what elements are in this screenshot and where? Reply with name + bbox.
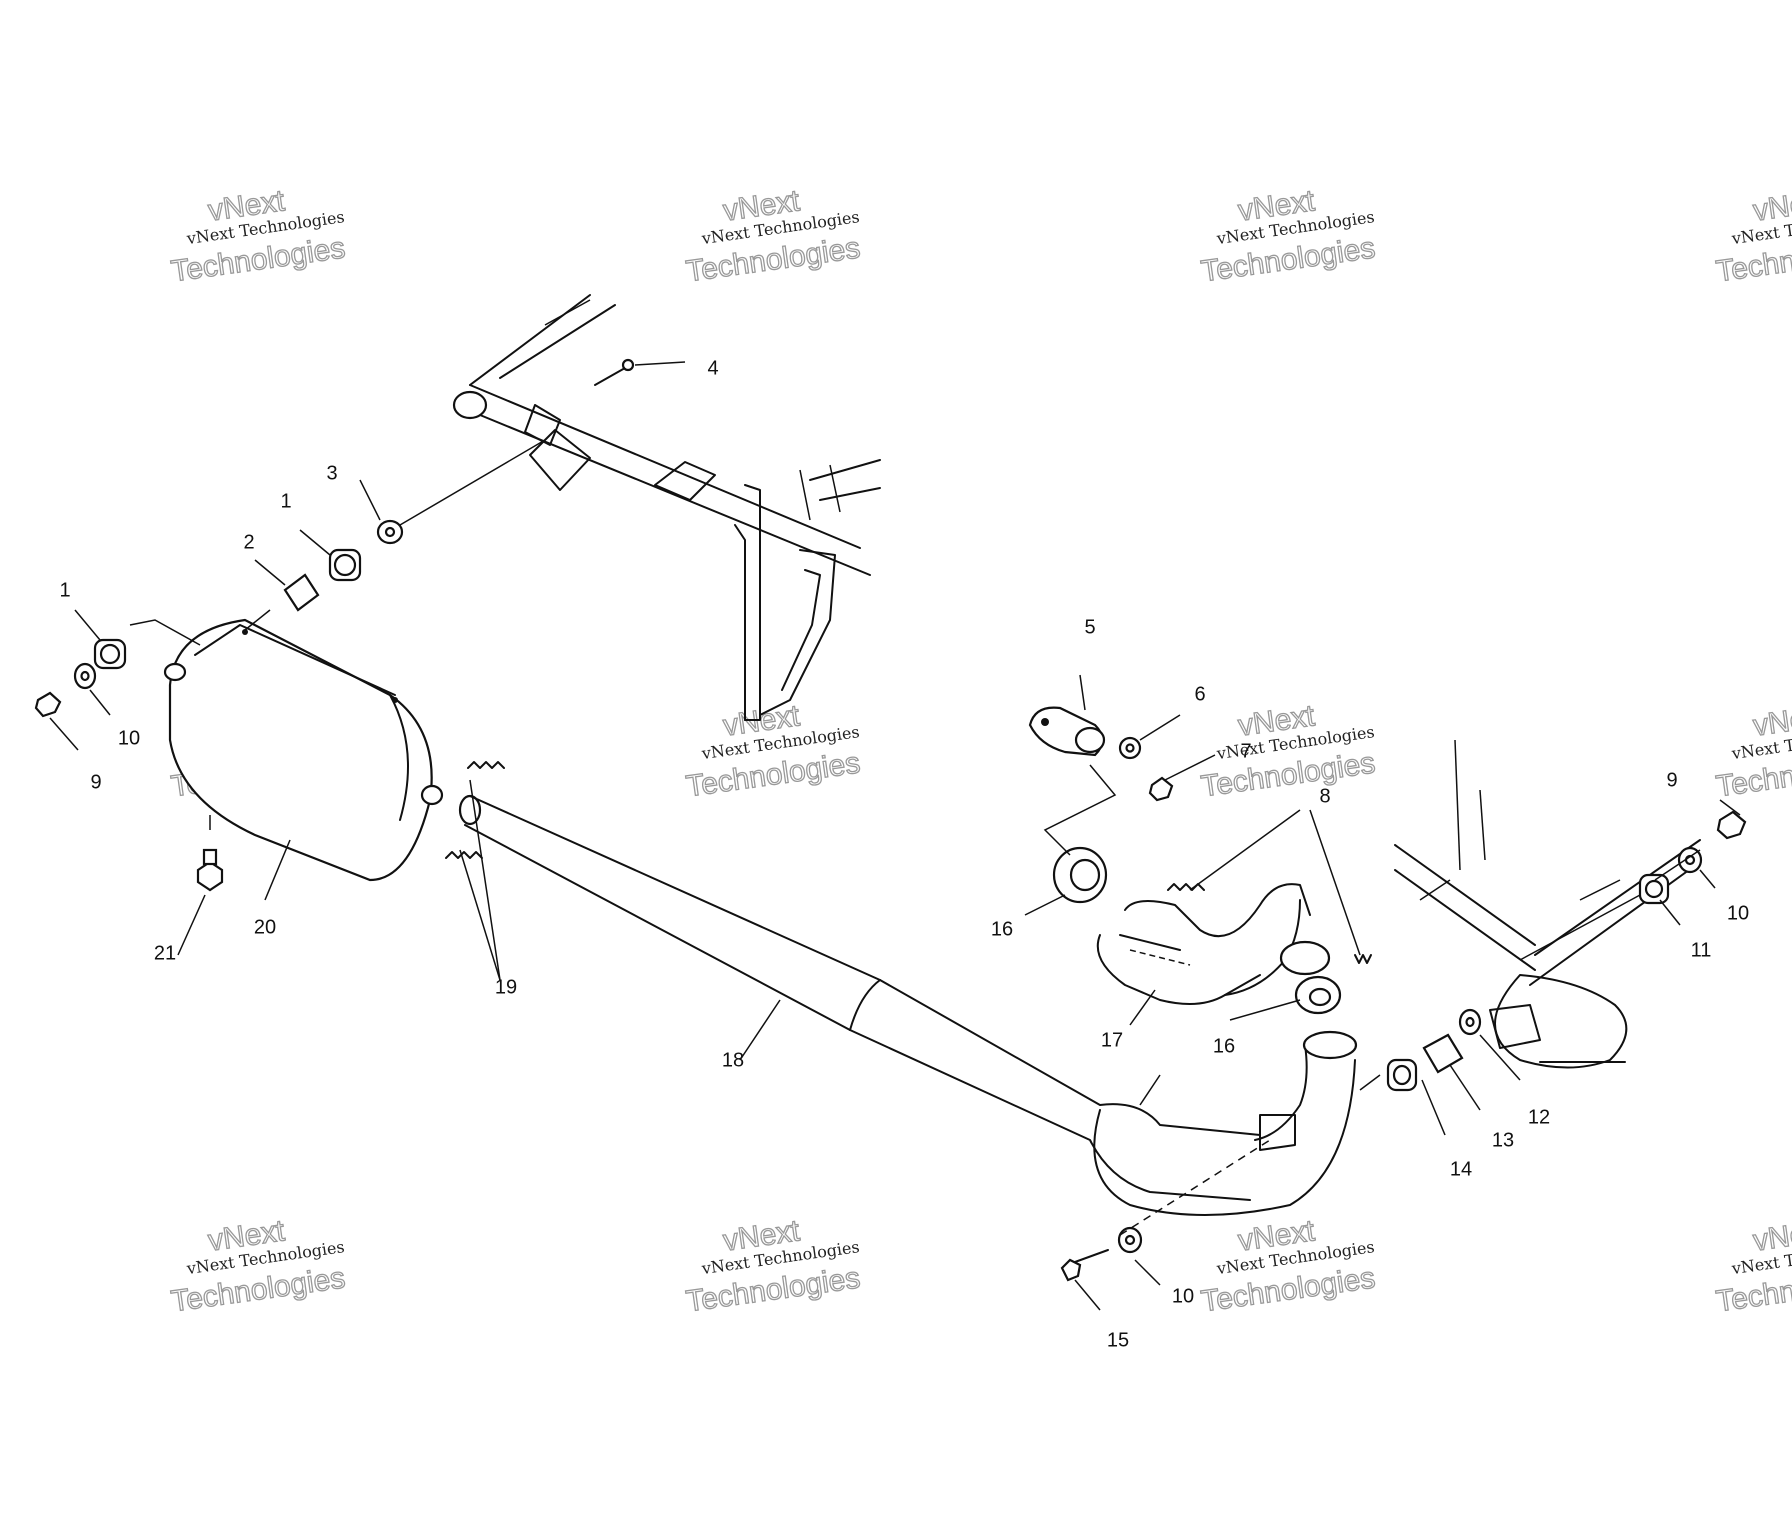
callout-17: 17 bbox=[1101, 1029, 1123, 1051]
callout-10: 10 bbox=[118, 727, 140, 749]
callout-13: 13 bbox=[1492, 1129, 1514, 1151]
callout-11: 11 bbox=[1691, 939, 1712, 961]
callout-4: 4 bbox=[707, 357, 718, 379]
callout-10: 10 bbox=[1172, 1285, 1194, 1307]
watermark: vNext vNext Technologies Technologies bbox=[1199, 1214, 1378, 1319]
manifold-flange bbox=[1028, 706, 1106, 757]
callout-20: 20 bbox=[254, 916, 276, 938]
watermark: vNext vNext Technologies Technologies bbox=[169, 1214, 348, 1319]
callout-9: 9 bbox=[1666, 769, 1677, 791]
watermark: vNext vNext Technologies Technologies bbox=[1714, 1214, 1792, 1319]
callout-8: 8 bbox=[1319, 785, 1330, 807]
callout-1: 1 bbox=[59, 579, 70, 601]
watermark: vNext vNext Technologies Technologies bbox=[1714, 184, 1792, 289]
callout-7: 7 bbox=[1240, 740, 1251, 762]
watermark: vNext vNext Technologies Technologies bbox=[169, 184, 348, 289]
callout-14: 14 bbox=[1450, 1158, 1472, 1180]
callout-3: 3 bbox=[326, 462, 337, 484]
watermark: vNext vNext Technologies Technologies bbox=[1714, 699, 1792, 804]
exhaust-pipe bbox=[458, 794, 1358, 1216]
small-parts bbox=[34, 358, 1747, 1282]
callouts: 1 1 2 3 4 5 6 7 8 9 9 10 10 10 11 12 13 … bbox=[59, 357, 1749, 1351]
leader-lines bbox=[49, 361, 1741, 1311]
callout-16: 16 bbox=[991, 918, 1013, 940]
callout-21: 21 bbox=[154, 942, 176, 964]
callout-16: 16 bbox=[1213, 1035, 1235, 1057]
callout-10: 10 bbox=[1727, 902, 1749, 924]
watermark: vNext vNext Technologies Technologies bbox=[684, 1214, 863, 1319]
right-frame bbox=[1394, 739, 1701, 1069]
upper-frame bbox=[452, 294, 881, 721]
callout-9: 9 bbox=[90, 771, 101, 793]
callout-6: 6 bbox=[1194, 683, 1205, 705]
callout-19: 19 bbox=[495, 976, 517, 998]
expansion-chamber bbox=[1096, 883, 1331, 1005]
muffler bbox=[163, 618, 444, 882]
watermark: vNext vNext Technologies Technologies bbox=[684, 699, 863, 804]
callout-15: 15 bbox=[1107, 1329, 1129, 1351]
watermark: vNext vNext Technologies Technologies bbox=[684, 184, 863, 289]
callout-2: 2 bbox=[243, 531, 254, 553]
callout-1: 1 bbox=[280, 490, 291, 512]
watermark: vNext vNext Technologies Technologies bbox=[1199, 699, 1378, 804]
callout-12: 12 bbox=[1528, 1106, 1550, 1128]
callout-5: 5 bbox=[1084, 616, 1095, 638]
watermark: vNext vNext Technologies Technologies bbox=[1199, 184, 1378, 289]
callout-18: 18 bbox=[722, 1049, 744, 1071]
